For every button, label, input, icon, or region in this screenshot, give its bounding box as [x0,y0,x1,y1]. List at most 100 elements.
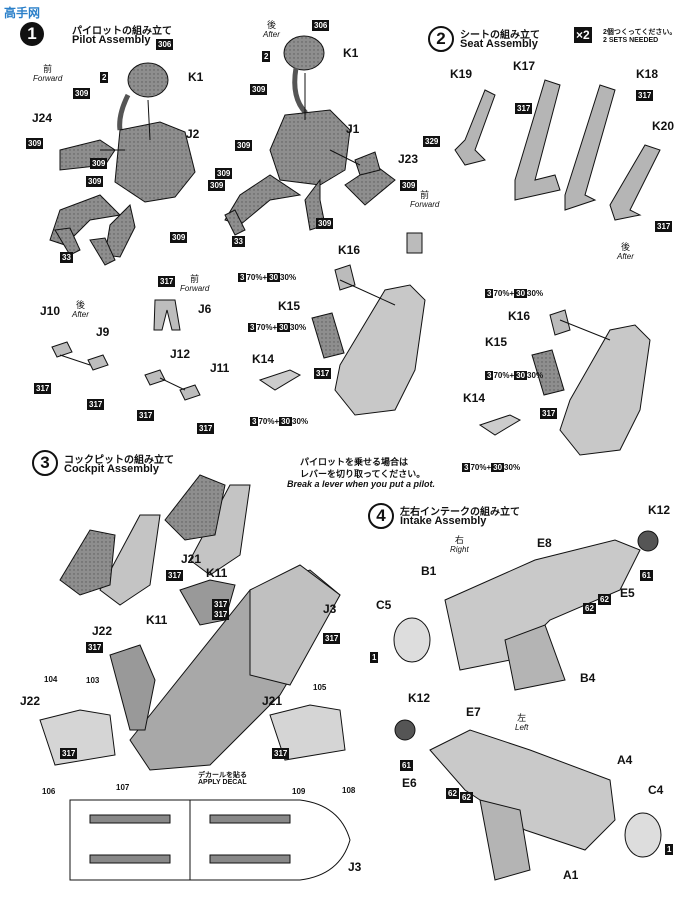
part-label: K14 [463,391,486,405]
color-code: 317 [137,410,155,421]
part-label: K19 [450,67,473,81]
step-3-title-en: Cockpit Assembly [64,463,159,475]
part-label: K12 [408,691,431,705]
decal-note-jp: デカールを貼る [198,772,247,779]
part-label: K16 [338,243,361,257]
part-label: K11 [206,566,228,580]
decal-number: 103 [86,676,100,685]
part-label: B1 [421,564,437,578]
decal-number: 107 [116,783,130,792]
color-code: 309 [86,176,104,187]
color-code: 317 [212,609,230,620]
color-code: 317 [86,642,104,653]
part-label: B4 [580,671,596,685]
color-code: 317 [636,90,654,101]
color-code: 61 [640,570,653,581]
color-code: 1 [665,844,674,855]
step-3-badge: 3 [32,450,58,476]
color-code: 309 [170,232,188,243]
part-label: K15 [485,335,508,349]
color-code: 309 [90,158,108,169]
step-1-title-en: Pilot Assembly [72,34,151,46]
cockpit-assembly [59,474,341,771]
color-code: 2 [262,51,271,62]
part-label: K12 [648,503,671,517]
intake-right [393,530,659,691]
color-code: 2 [100,72,109,83]
part-label: K18 [636,67,659,81]
color-code: 317 [87,399,105,410]
console-decal [69,799,351,881]
color-code: 33 [232,236,245,247]
part-label: J2 [186,127,200,141]
intake-left [394,719,662,881]
part-label: A1 [563,868,579,882]
assembly-arrows [59,73,611,391]
color-code: 309 [235,140,253,151]
color-code: 309 [208,180,226,191]
part-label: J22 [92,624,113,638]
part-label: K14 [252,352,275,366]
decal-number: 109 [292,787,306,796]
color-code: 33 [60,252,73,263]
part-label: E8 [537,536,552,550]
color-code: 317 [158,276,176,287]
color-code: 329 [423,136,441,147]
color-code: 1 [370,652,379,663]
part-label: J23 [398,152,419,166]
step-3-title-jp: コックピットの組み立て [64,455,174,466]
small-seat-parts [51,299,201,401]
pilot-figure-right [224,35,396,236]
part-label: K15 [278,299,301,313]
decal-number: 108 [342,786,356,795]
part-label: J1 [346,122,360,136]
step-4-title-en: Intake Assembly [400,515,487,527]
quantity-badge: ×2 [574,27,592,43]
part-label: J22 [20,694,41,708]
part-label: C5 [376,598,392,612]
part-label: E7 [466,705,481,719]
step-1-badge: 1 [20,22,44,46]
part-label: K16 [508,309,531,323]
step-1-title-jp: パイロットの組み立て [72,26,172,37]
part-label: K1 [343,46,359,60]
color-code: 317 [314,368,332,379]
part-label: J10 [40,304,61,318]
part-label: J12 [170,347,191,361]
color-code: 317 [166,570,184,581]
quantity-note-en: 2 SETS NEEDED [603,37,659,44]
quantity-note-jp: 2個つくってください。 [603,29,677,36]
decal-number: 105 [313,683,327,692]
color-code: 317 [60,748,78,759]
watermark: 高手网 [4,6,41,20]
step-2-title-en: Seat Assembly [460,38,538,50]
part-label: J24 [32,111,53,125]
seat-parts-exploded [454,79,661,221]
part-label: E6 [402,776,417,790]
seat-assembly-1 [258,232,426,416]
step-2-badge: 2 [428,26,454,52]
part-label: J9 [96,325,110,339]
step-2-title-jp: シートの組み立て [460,30,540,41]
color-code: 317 [212,599,230,610]
decal-note-en: APPLY DECAL [198,779,247,786]
pilot-note-en: Break a lever when you put a pilot. [287,479,436,489]
part-label: J3 [348,860,362,874]
color-code: 306 [312,20,330,31]
color-code: 317 [323,633,341,644]
part-label: K1 [188,70,204,84]
instrument-panels [39,704,346,766]
part-label: J21 [262,694,283,708]
color-code: 61 [400,760,413,771]
